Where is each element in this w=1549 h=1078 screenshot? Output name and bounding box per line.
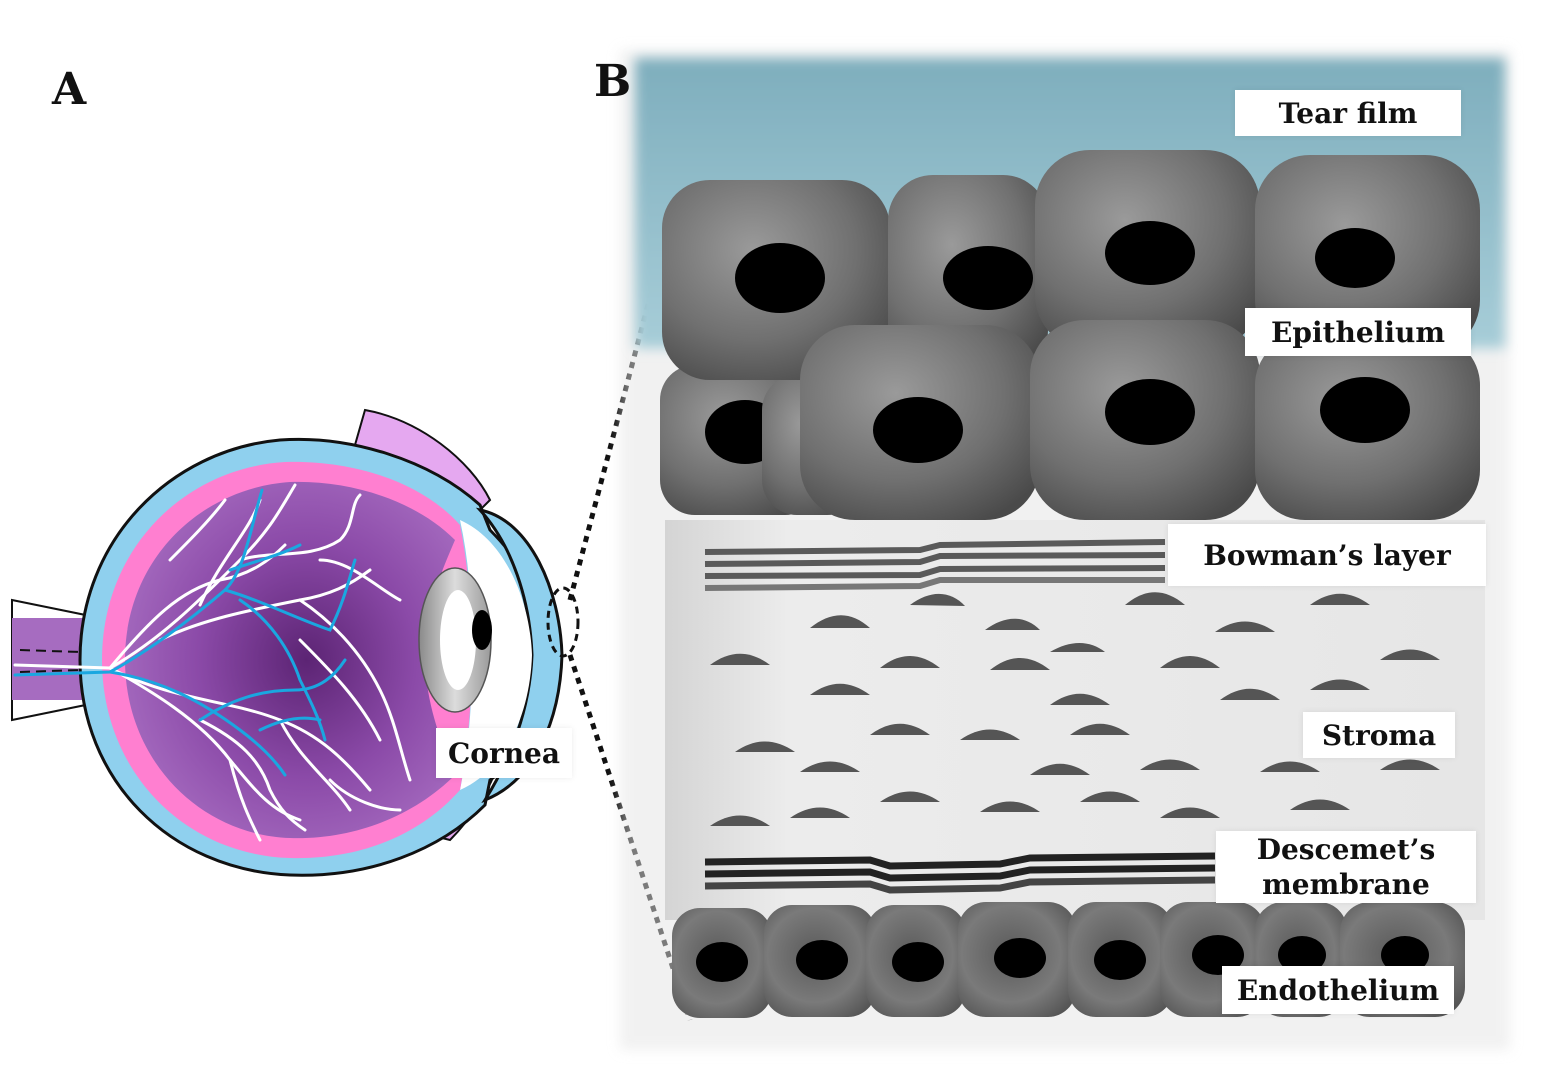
stroma-label: Stroma (1303, 712, 1455, 758)
retina-interior (125, 481, 455, 839)
panel-letter-a: A (52, 64, 87, 115)
descemets-line2: membrane (1262, 868, 1430, 901)
retinal-vessels-blue (13, 488, 357, 777)
cornea-highlight (546, 586, 580, 658)
panel-letter-b: B (594, 56, 632, 107)
iris (472, 610, 492, 650)
cornea-label: Cornea (436, 728, 572, 778)
tear-film-label: Tear film (1235, 90, 1461, 136)
eye-diagram (11, 408, 580, 877)
epithelium-label: Epithelium (1245, 308, 1471, 356)
descemets-membrane-label: Descemet’s membrane (1216, 831, 1476, 903)
descemets-membrane (704, 852, 1216, 894)
lens-inner (440, 590, 476, 690)
bowmans-layer-label: Bowman’s layer (1168, 524, 1486, 586)
keratocytes (710, 592, 1440, 826)
epithelium-cells (660, 150, 1480, 520)
cornea-shape (475, 507, 564, 804)
endothelium-label: Endothelium (1222, 966, 1454, 1014)
descemets-line1: Descemet’s (1256, 833, 1436, 866)
bowmans-layer-fibres (704, 539, 1166, 591)
